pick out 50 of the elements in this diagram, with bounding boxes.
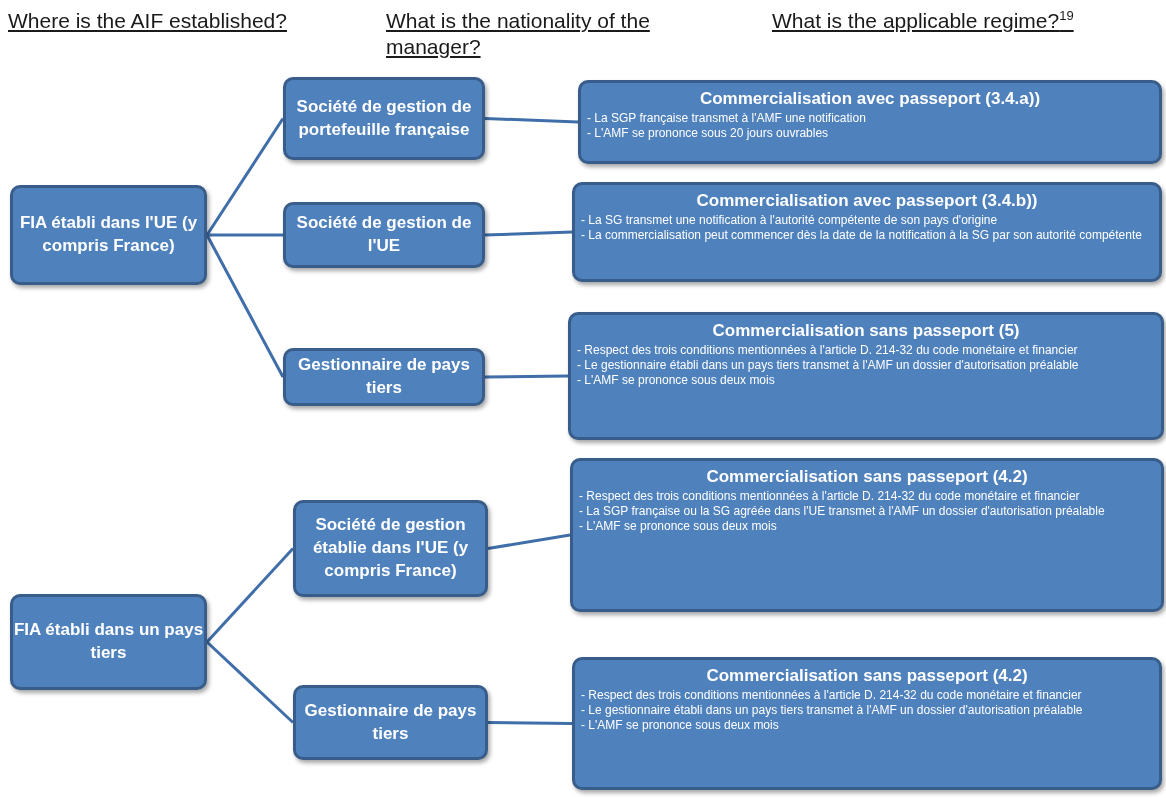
- bullet-text: - La commercialisation peut commencer dès la date de la notification à la SG par son autorité compétente: [581, 228, 1143, 243]
- box-heading: Commercialisation sans passeport (4.2): [705, 666, 1029, 687]
- category-box: [283, 202, 485, 268]
- box-heading: Commercialisation avec passeport (3.4.b)): [695, 191, 1039, 212]
- bullet-text: - Le gestionnaire établi dans un pays tiers transmet à l'AMF un dossier d'autorisation préalable: [581, 703, 1084, 718]
- connector-line: [484, 117, 579, 124]
- bullet-text: - La SG transmet une notification à l'autorité compétente de son pays d'origine: [581, 213, 999, 228]
- category-box: [293, 500, 488, 597]
- box-heading: Commercialisation sans passeport (5): [711, 321, 1021, 342]
- box-label: FIA établi dans l'UE (y compris France): [18, 212, 199, 257]
- category-box: [283, 77, 485, 160]
- bullet-text: - Respect des trois conditions mentionnées à l'article D. 214-32 du code monétaire et financier: [581, 688, 1083, 703]
- regime-box: [568, 312, 1164, 440]
- bullet-text: - Respect des trois conditions mentionnées à l'article D. 214-32 du code monétaire et financier: [577, 343, 1079, 358]
- connector-line: [205, 117, 285, 236]
- connector-line: [484, 230, 573, 237]
- box-heading: Commercialisation sans passeport (4.2): [705, 467, 1029, 488]
- box-heading: Commercialisation avec passeport (3.4.a)): [698, 89, 1042, 110]
- bullet-text: - La SGP française ou la SG agréée dans l'UE transmet à l'AMF un dossier d'autorisation préalable: [579, 504, 1106, 519]
- connector-line: [207, 233, 283, 237]
- box-label: Gestionnaire de pays tiers: [303, 699, 478, 745]
- category-box: [293, 685, 488, 760]
- box-label: FIA établi dans un pays tiers: [13, 619, 204, 664]
- regime-box: [578, 80, 1162, 164]
- connector-line: [205, 547, 295, 643]
- box-label: Société de gestion de l'UE: [295, 212, 473, 257]
- connector-line: [484, 374, 569, 379]
- regime-box: [570, 458, 1164, 612]
- bullet-text: - La SGP française transmet à l'AMF une notification: [587, 111, 867, 126]
- category-box: [283, 348, 485, 406]
- category-box: [10, 594, 207, 690]
- regime-box: [572, 657, 1162, 790]
- bullet-text: - L'AMF se prononce sous deux mois: [577, 372, 776, 388]
- connector-line: [205, 234, 285, 378]
- column-heading: What is the nationality of the manager?: [386, 8, 651, 61]
- connector-line: [205, 640, 295, 724]
- box-label: Gestionnaire de pays tiers: [297, 354, 471, 399]
- bullet-text: - L'AMF se prononce sous deux mois: [581, 717, 780, 733]
- bullet-text: - L'AMF se prononce sous deux mois: [579, 518, 778, 534]
- connector-line: [487, 533, 571, 550]
- box-label: Société de gestion de portefeuille française: [295, 95, 473, 141]
- column-heading: Where is the AIF established?: [8, 8, 288, 34]
- connector-line: [488, 721, 572, 725]
- bullet-text: - Respect des trois conditions mentionnées à l'article D. 214-32 du code monétaire et financier: [579, 489, 1081, 504]
- bullet-text: - L'AMF se prononce sous 20 jours ouvrables: [587, 126, 830, 141]
- column-heading: What is the applicable regime?$^{19}$: [772, 8, 1075, 34]
- category-box: [10, 185, 207, 285]
- regime-box: [572, 182, 1162, 282]
- bullet-text: - Le gestionnaire établi dans un pays tiers transmet à l'AMF un dossier d'autorisation préalable: [577, 358, 1080, 373]
- box-label: Société de gestion établie dans l'UE (y compris France): [311, 514, 470, 582]
